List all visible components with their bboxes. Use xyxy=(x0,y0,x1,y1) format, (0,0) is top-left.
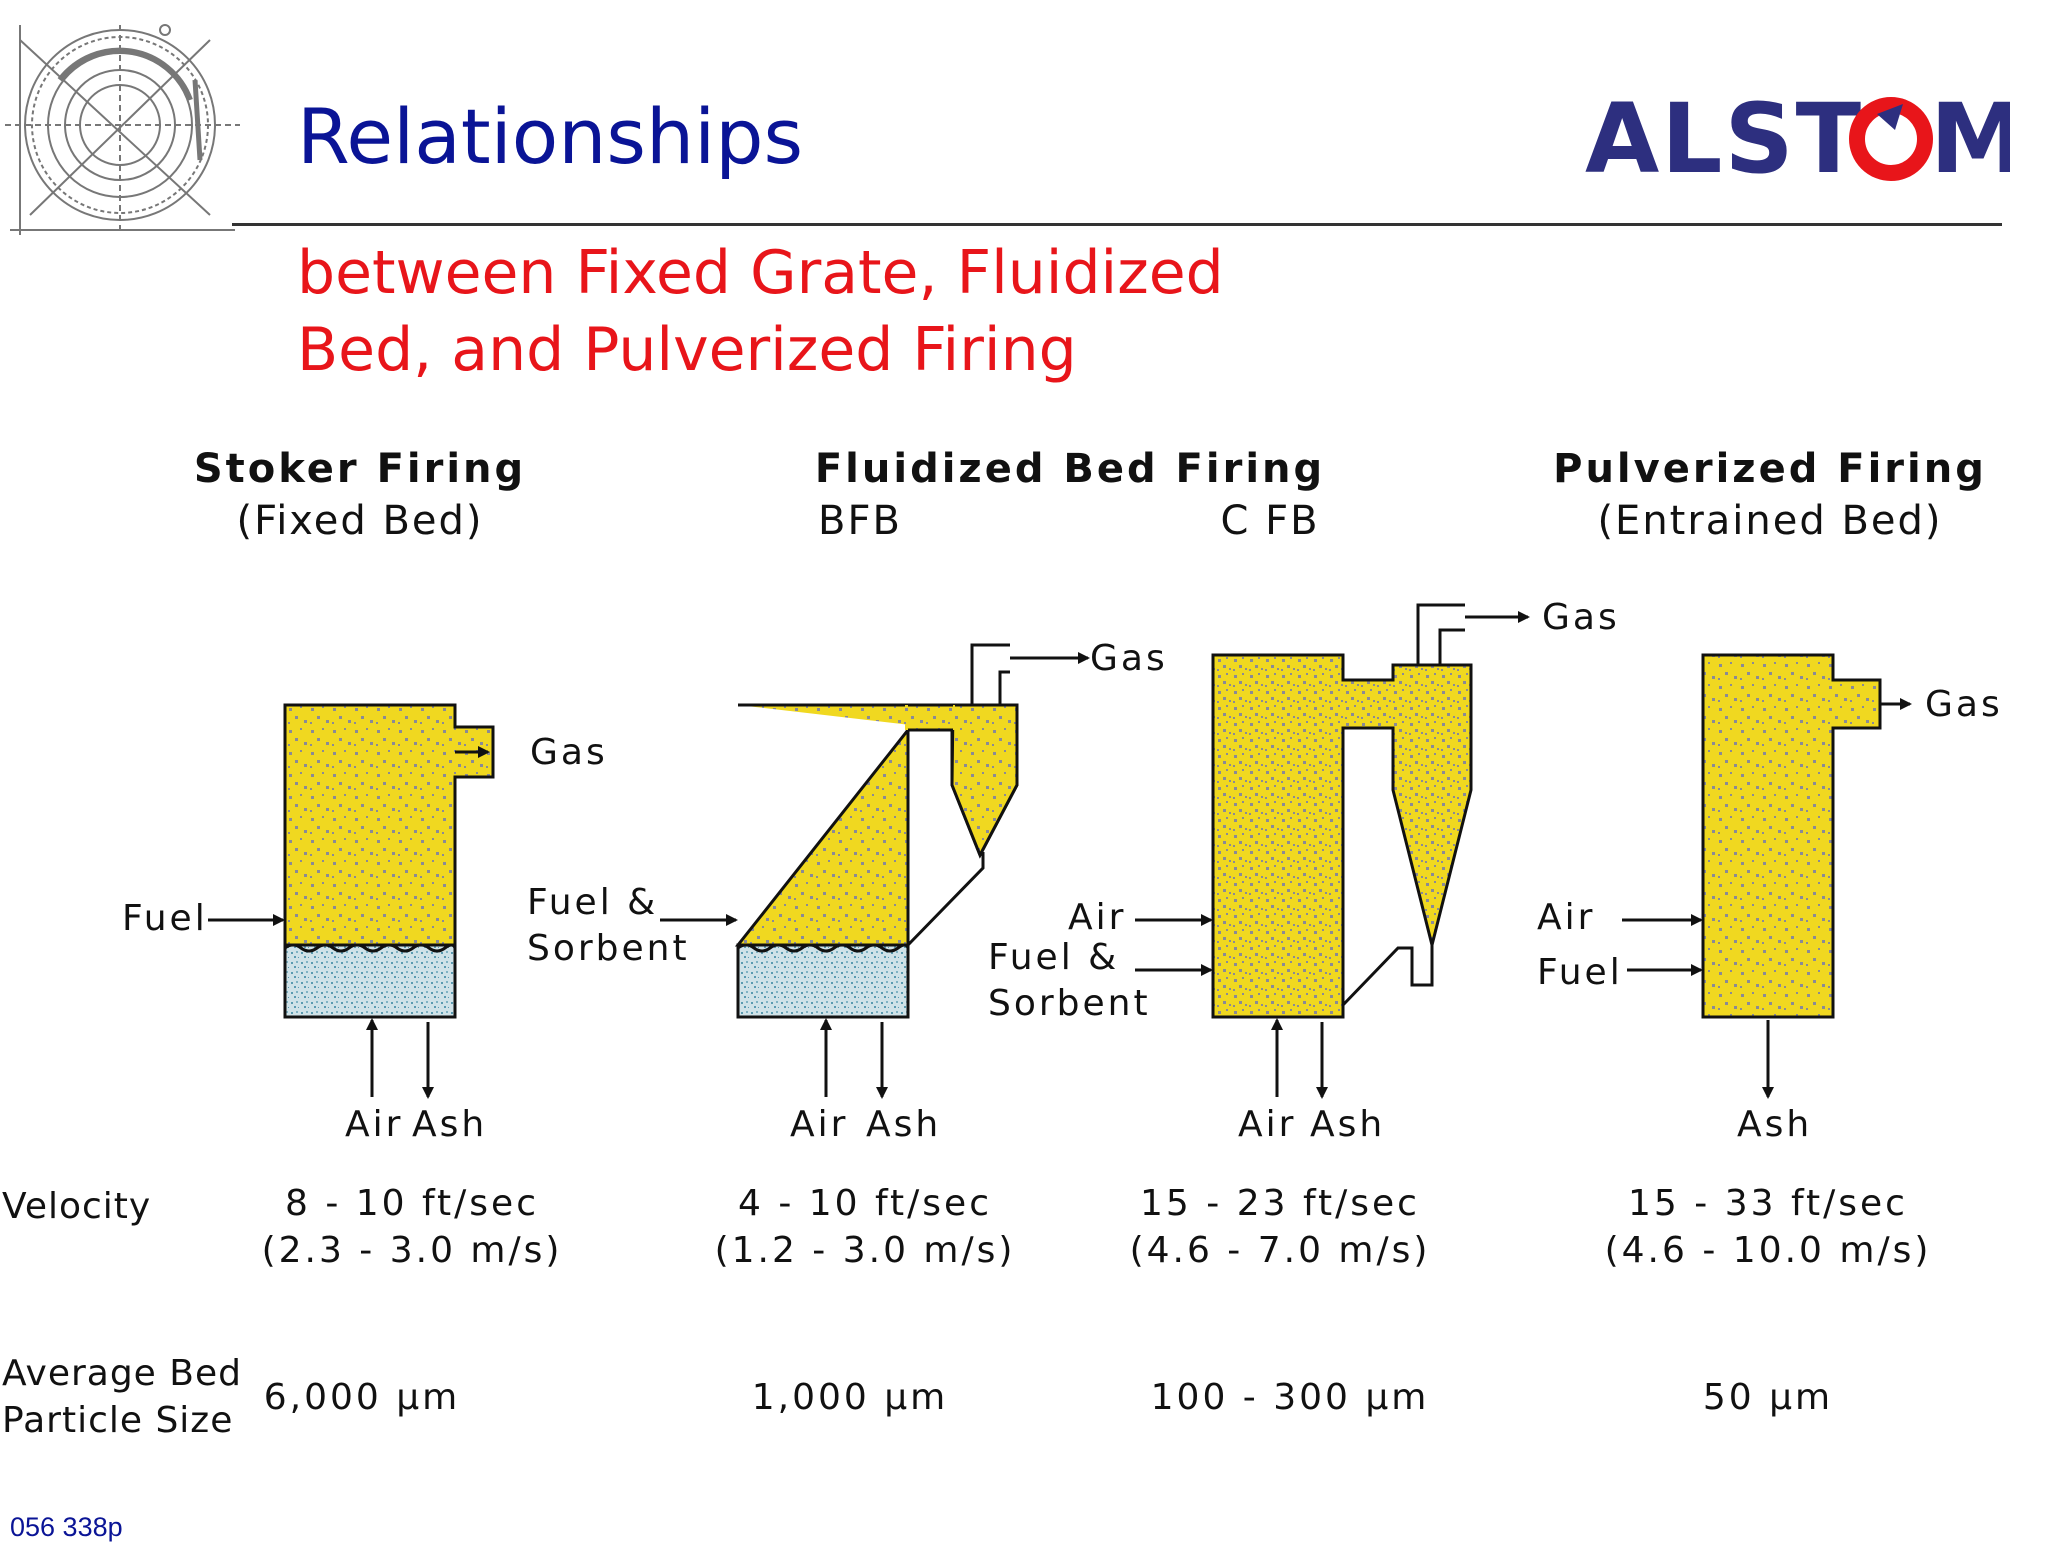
stoker-bed xyxy=(283,943,457,1019)
bfb-fuel-label-1: Fuel & xyxy=(527,882,659,923)
stoker-ash-label: Ash xyxy=(412,1104,488,1145)
stoker-particle-size: 6,000 µm xyxy=(263,1377,461,1418)
row-label-particle-2: Particle Size xyxy=(2,1400,234,1441)
heading-stoker: Stoker Firing xyxy=(193,446,527,492)
heading-fluidized: Fluidized Bed Firing xyxy=(814,446,1326,492)
bfb-fuel-label-2: Sorbent xyxy=(527,928,690,969)
cfb-velocity: 15 - 23 ft/sec xyxy=(1140,1183,1420,1224)
footer-code: 056 338p xyxy=(10,1512,123,1542)
cfb-velocity-si: (4.6 - 7.0 m/s) xyxy=(1129,1230,1431,1271)
cfb-particle-size: 100 - 300 µm xyxy=(1150,1377,1430,1418)
bfb-gas-label: Gas xyxy=(1090,638,1168,679)
stoker-gas-label: Gas xyxy=(530,732,608,773)
heading-pulverized: Pulverized Firing xyxy=(1553,446,1987,492)
pulverized-furnace xyxy=(1701,653,1882,1019)
bfb-particle-size: 1,000 µm xyxy=(751,1377,949,1418)
pc-air-label: Air xyxy=(1537,897,1596,938)
header-divider xyxy=(232,223,2002,226)
cfb-gas-label: Gas xyxy=(1542,597,1620,638)
bfb-bed xyxy=(736,943,910,1019)
pc-gas-label: Gas xyxy=(1925,684,2003,725)
pc-particle-size: 50 µm xyxy=(1702,1377,1834,1418)
stoker-velocity: 8 - 10 ft/sec xyxy=(284,1183,539,1224)
cfb-furnace xyxy=(1211,653,1473,1019)
row-label-particle-1: Average Bed xyxy=(2,1353,242,1394)
stoker-velocity-si: (2.3 - 3.0 m/s) xyxy=(261,1230,563,1271)
subheading-stoker: (Fixed Bed) xyxy=(236,498,484,544)
svg-text:ALST: ALST xyxy=(1585,84,1863,194)
cfb-air-label: Air xyxy=(1238,1104,1297,1145)
bfb-velocity-si: (1.2 - 3.0 m/s) xyxy=(714,1230,1016,1271)
row-label-velocity: Velocity xyxy=(2,1186,152,1227)
cfb-air-side-label: Air xyxy=(1068,897,1127,938)
bfb-ash-label: Ash xyxy=(866,1104,942,1145)
pc-velocity-si: (4.6 - 10.0 m/s) xyxy=(1604,1230,1932,1271)
page-title: Relationships xyxy=(297,92,804,181)
cfb-ash-label: Ash xyxy=(1310,1104,1386,1145)
subtitle-line-2: Bed, and Pulverized Firing xyxy=(297,315,1077,385)
stoker-air-label: Air xyxy=(345,1104,404,1145)
cfb-fuel-label-1: Fuel & xyxy=(988,937,1120,978)
blueprint-decoration xyxy=(5,24,240,235)
bfb-air-label: Air xyxy=(790,1104,849,1145)
subtitle-line-1: between Fixed Grate, Fluidized xyxy=(297,238,1224,308)
stoker-fuel-label: Fuel xyxy=(122,898,208,939)
cfb-fuel-label-2: Sorbent xyxy=(988,983,1151,1024)
alstom-logo: ALST M xyxy=(1585,84,2010,194)
subheading-cfb: C FB xyxy=(1220,498,1320,544)
bfb-velocity: 4 - 10 ft/sec xyxy=(737,1183,992,1224)
pc-fuel-label: Fuel xyxy=(1537,952,1623,993)
stoker-furnace xyxy=(283,703,495,947)
subheading-bfb: BFB xyxy=(818,498,902,544)
pc-velocity: 15 - 33 ft/sec xyxy=(1628,1183,1908,1224)
svg-text:M: M xyxy=(1930,84,2010,194)
pc-ash-label: Ash xyxy=(1737,1104,1813,1145)
subheading-pulverized: (Entrained Bed) xyxy=(1597,498,1943,544)
